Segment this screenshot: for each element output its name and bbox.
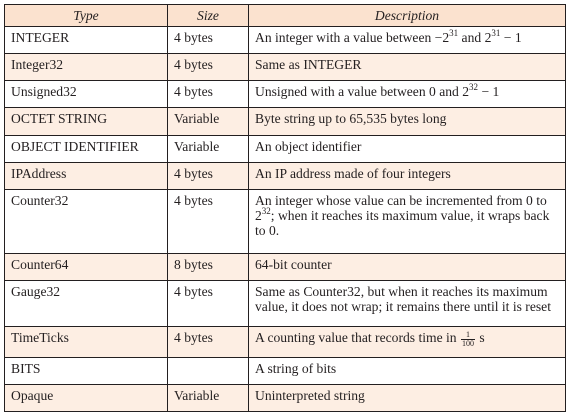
type-cell: Gauge32 <box>4 280 168 327</box>
description-cell: Unsigned with a value between 0 and 232 … <box>248 80 566 109</box>
description-cell: Uninterpreted string <box>248 383 566 413</box>
table-row: IPAddress 4 bytes An IP address made of … <box>4 161 566 190</box>
type-cell: Unsigned32 <box>4 80 168 109</box>
description-cell: An integer whose value can be incremente… <box>248 188 566 255</box>
type-cell: OBJECT IDENTIFIER <box>4 134 168 163</box>
description-cell: Same as INTEGER <box>248 53 566 82</box>
size-cell <box>167 356 249 385</box>
header-description: Description <box>248 4 566 27</box>
size-cell: 4 bytes <box>167 161 249 190</box>
size-cell: 4 bytes <box>167 325 249 358</box>
type-cell: Integer32 <box>4 53 168 82</box>
description-cell: Same as Counter32, but when it reaches i… <box>248 280 566 327</box>
size-cell: 4 bytes <box>167 188 249 255</box>
type-cell: Counter64 <box>4 252 168 282</box>
type-cell: BITS <box>4 356 168 385</box>
description-cell: An IP address made of four integers <box>248 161 566 190</box>
description-cell: Byte string up to 65,535 bytes long <box>248 107 566 136</box>
table-row: Counter32 4 bytes An integer whose value… <box>4 188 566 255</box>
size-cell: 4 bytes <box>167 25 249 55</box>
size-cell: 4 bytes <box>167 80 249 109</box>
table-row: Counter64 8 bytes 64-bit counter <box>4 252 566 282</box>
type-cell: Counter32 <box>4 188 168 255</box>
header-row: Type Size Description <box>4 4 566 27</box>
data-types-table: Type Size Description INTEGER 4 bytes An… <box>4 4 566 413</box>
size-cell: 4 bytes <box>167 53 249 82</box>
table-row: BITS A string of bits <box>4 356 566 385</box>
description-cell: An integer with a value between −231 and… <box>248 25 566 55</box>
size-cell: 8 bytes <box>167 252 249 282</box>
table-row: INTEGER 4 bytes An integer with a value … <box>4 25 566 55</box>
table-row: TimeTicks 4 bytes A counting value that … <box>4 325 566 358</box>
table-row: Integer32 4 bytes Same as INTEGER <box>4 53 566 82</box>
size-cell: Variable <box>167 134 249 163</box>
header-type: Type <box>4 4 168 27</box>
type-cell: OCTET STRING <box>4 107 168 136</box>
type-cell: INTEGER <box>4 25 168 55</box>
type-cell: Opaque <box>4 383 168 413</box>
type-cell: IPAddress <box>4 161 168 190</box>
table-row: Unsigned32 4 bytes Unsigned with a value… <box>4 80 566 109</box>
header-size: Size <box>167 4 249 27</box>
description-cell: An object identifier <box>248 134 566 163</box>
table-row: Opaque Variable Uninterpreted string <box>4 383 566 413</box>
size-cell: Variable <box>167 383 249 413</box>
description-cell: A string of bits <box>248 356 566 385</box>
table-row: OBJECT IDENTIFIER Variable An object ide… <box>4 134 566 163</box>
size-cell: 4 bytes <box>167 280 249 327</box>
table-row: OCTET STRING Variable Byte string up to … <box>4 107 566 136</box>
size-cell: Variable <box>167 107 249 136</box>
table-row: Gauge32 4 bytes Same as Counter32, but w… <box>4 280 566 327</box>
type-cell: TimeTicks <box>4 325 168 358</box>
description-cell: 64-bit counter <box>248 252 566 282</box>
